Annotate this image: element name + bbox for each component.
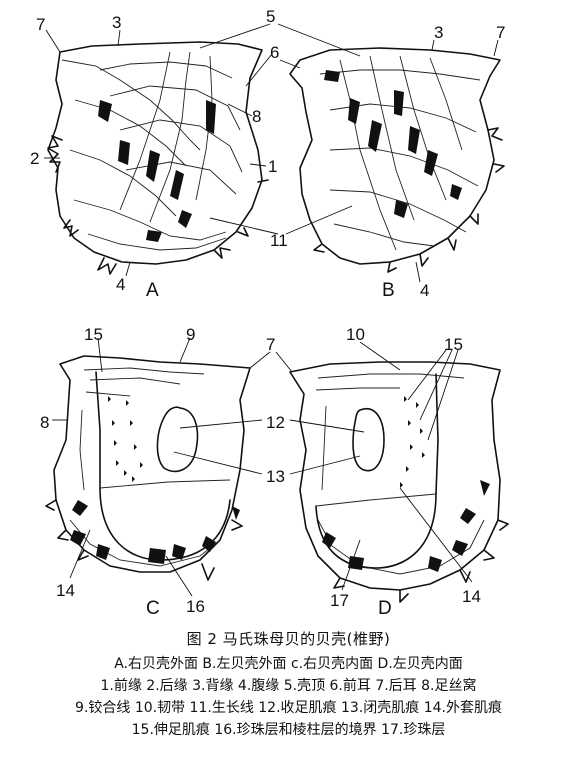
label-17: 17: [330, 591, 349, 610]
shell-diagram: 7 3 5 6 3 7 8 2 1 11 4 4 15 9 7 10 15 8 …: [30, 7, 509, 619]
panel-letters: A B C D: [146, 280, 395, 619]
label-16: 16: [186, 597, 205, 616]
caption-legend-15-17: 15.伸足肌痕 16.珍珠层和棱柱层的境界 17.珍珠层: [131, 722, 446, 738]
label-7-c: 7: [266, 335, 275, 354]
label-8-a: 8: [252, 107, 261, 126]
leader-lines: [44, 23, 499, 597]
label-3-a: 3: [112, 13, 121, 32]
number-labels: 7 3 5 6 3 7 8 2 1 11 4 4 15 9 7 10 15 8 …: [30, 7, 505, 616]
shell-a-exterior: [47, 41, 269, 275]
panel-label-c: C: [146, 598, 160, 619]
label-3-b: 3: [434, 23, 443, 42]
label-4-b: 4: [420, 281, 429, 300]
caption-title: 图 2 马氏珠母贝的贝壳(椎野): [186, 630, 391, 648]
label-14-d: 14: [462, 587, 481, 606]
caption-panels-legend: A.右贝壳外面 B.左贝壳外面 c.右贝壳内面 D.左贝壳内面: [114, 656, 463, 672]
label-15-c: 15: [84, 325, 103, 344]
caption-legend-1-8: 1.前缘 2.后缘 3.背缘 4.腹缘 5.壳顶 6.前耳 7.后耳 8.足丝窝: [100, 678, 477, 694]
label-13: 13: [266, 467, 285, 486]
label-15-d: 15: [444, 335, 463, 354]
label-10: 10: [346, 325, 365, 344]
panel-label-b: B: [382, 280, 395, 301]
label-4-a: 4: [116, 275, 125, 294]
label-6: 6: [270, 43, 279, 62]
panel-label-a: A: [146, 280, 159, 301]
label-12: 12: [266, 413, 285, 432]
caption-legend-9-14: 9.铰合线 10.韧带 11.生长线 12.收足肌痕 13.闭壳肌痕 14.外套…: [75, 700, 502, 716]
label-9: 9: [186, 325, 195, 344]
shell-c-interior: [45, 355, 251, 581]
label-7-a: 7: [36, 15, 45, 34]
shell-d-interior: [289, 361, 509, 603]
shell-b-exterior: [289, 47, 505, 273]
label-8-c: 8: [40, 413, 49, 432]
label-14-c: 14: [56, 581, 75, 600]
label-2: 2: [30, 149, 39, 168]
label-5: 5: [266, 7, 275, 26]
label-7-b: 7: [496, 23, 505, 42]
figure-caption: 图 2 马氏珠母贝的贝壳(椎野) A.右贝壳外面 B.左贝壳外面 c.右贝壳内面…: [0, 628, 577, 741]
label-1: 1: [268, 157, 277, 176]
label-11: 11: [270, 231, 288, 250]
panel-label-d: D: [378, 598, 392, 619]
